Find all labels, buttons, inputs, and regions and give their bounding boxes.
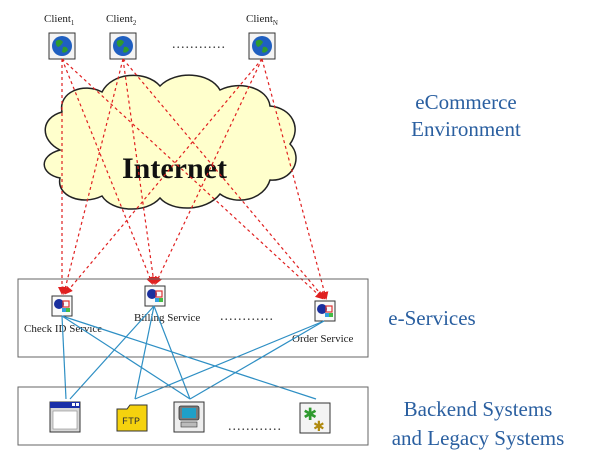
checkid-service-icon [51,295,73,317]
backend-box [17,386,369,446]
ftp-label: FTP [122,417,140,428]
backend-heading-line1: Backend Systems [404,397,553,421]
client-n-globe-icon [248,32,276,60]
client-n-label: ClientN [246,13,278,27]
billing-service-icon [144,285,166,307]
cn-to-order [261,58,329,300]
backend-ellipsis: ............ [228,419,282,434]
svg-text:✱: ✱ [313,419,325,435]
c1-to-billing [61,58,154,285]
billing-to-ftp [134,305,155,400]
ecommerce-heading-line1: eCommerce [415,90,516,114]
billing-to-browser [69,305,155,400]
cn-to-checkid [64,58,263,295]
client-2-globe-icon [109,32,137,60]
client-1-globe-icon [48,32,76,60]
internet-cloud [43,74,297,210]
svg-text:✱: ✱ [303,405,317,425]
order-service-icon [314,300,336,322]
backend-heading-line2: and Legacy Systems [392,426,565,450]
order-service-label: Order Service [292,333,354,345]
gears-icon: ✱ ✱ [299,402,331,435]
c2-to-billing [122,58,158,285]
ecommerce-heading-line2: Environment [411,117,521,141]
client-ellipsis: ............ [172,37,226,52]
service-backend-connections [61,305,325,400]
c2-to-order [122,58,326,300]
billing-to-terminal [153,305,191,400]
c1-to-order [61,58,324,300]
cn-to-billing [154,58,263,285]
eservices-box [17,278,369,358]
checkid-to-browser [61,315,67,400]
eservices-heading: e-Services [388,306,475,330]
service-ellipsis: ............ [220,309,274,324]
order-to-ftp [134,320,325,400]
c2-to-checkid [61,58,124,295]
client-1-label: Client1 [44,13,75,27]
order-to-terminal [189,320,325,400]
ftp-folder-icon: FTP [116,404,148,432]
browser-window-icon [49,401,81,433]
terminal-computer-icon [173,401,205,433]
client-service-connections [58,58,329,300]
checkid-to-gears [61,315,317,400]
client-2-label: Client2 [106,13,137,27]
